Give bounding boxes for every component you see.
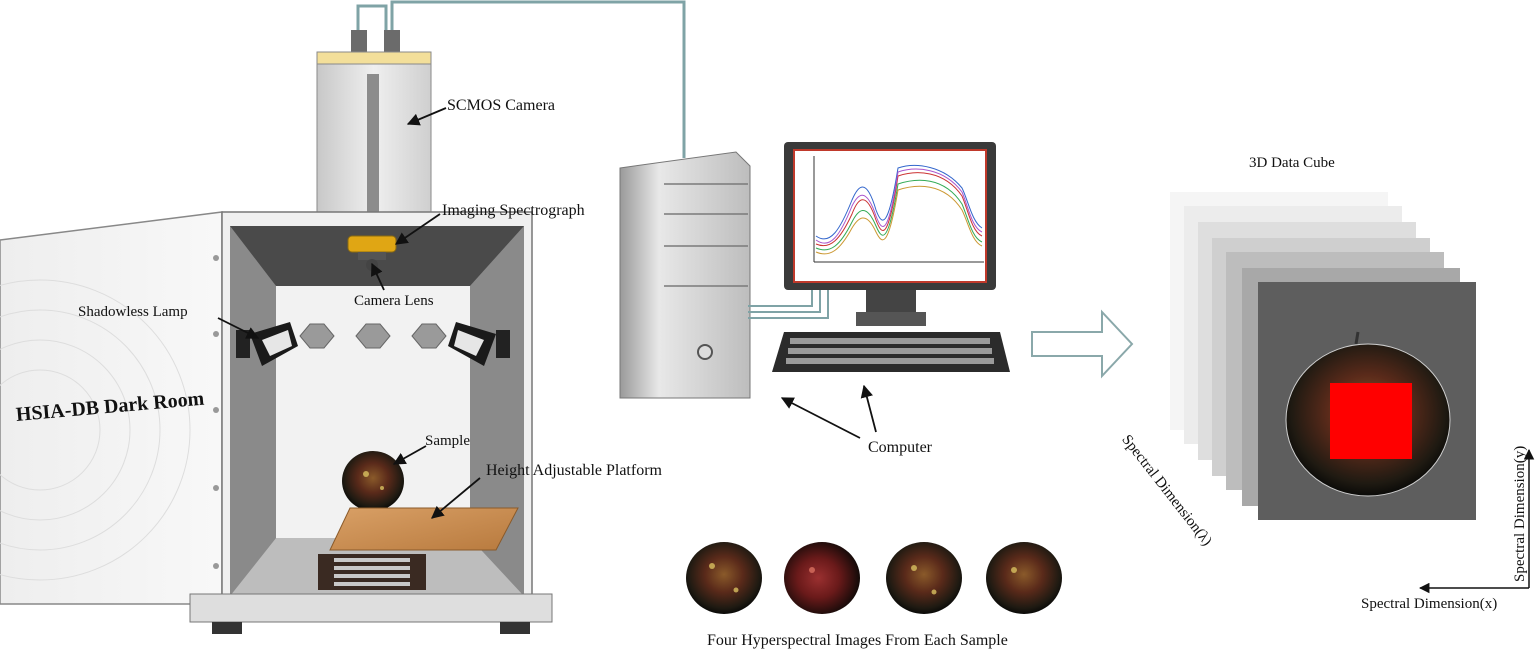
spectra-plot bbox=[813, 156, 984, 263]
label-imaging-spectrograph: Imaging Spectrograph bbox=[442, 202, 585, 219]
arrow-right-icon bbox=[1031, 309, 1134, 379]
shadowless-lamp-right-icon bbox=[448, 322, 510, 366]
apple-icon bbox=[784, 542, 860, 614]
camera-cable bbox=[356, 0, 686, 158]
monitor-icon bbox=[784, 142, 996, 326]
computer-arrows bbox=[780, 384, 877, 439]
sample-apple-icon bbox=[342, 451, 404, 511]
label-shadowless-lamp: Shadowless Lamp bbox=[78, 304, 188, 320]
label-spectral-y: Spectral Dimension(y) bbox=[1512, 445, 1528, 582]
data-cube-icon bbox=[1170, 192, 1476, 520]
label-spectral-x: Spectral Dimension(x) bbox=[1361, 596, 1498, 612]
label-height-platform: Height Adjustable Platform bbox=[486, 462, 662, 479]
label-camera-lens: Camera Lens bbox=[354, 293, 434, 309]
label-scmos-camera: SCMOS Camera bbox=[447, 97, 555, 114]
apple-icon bbox=[886, 542, 962, 614]
label-computer: Computer bbox=[868, 439, 932, 456]
computer-tower-icon bbox=[619, 151, 751, 399]
cube-axes bbox=[1418, 448, 1535, 594]
callout-arrows bbox=[217, 107, 481, 519]
diffuser-panels bbox=[299, 323, 447, 349]
height-adjustable-platform-icon bbox=[318, 507, 519, 590]
label-four-images: Four Hyperspectral Images From Each Samp… bbox=[707, 632, 1008, 649]
keyboard-icon bbox=[772, 332, 1010, 372]
apple-icon bbox=[986, 542, 1062, 614]
monitor-cables bbox=[748, 286, 829, 319]
four-hyperspectral-images bbox=[686, 542, 1062, 614]
imaging-spectrograph-icon bbox=[347, 235, 397, 260]
label-sample: Sample bbox=[425, 433, 470, 449]
apple-icon bbox=[686, 542, 762, 614]
label-data-cube: 3D Data Cube bbox=[1249, 155, 1335, 171]
